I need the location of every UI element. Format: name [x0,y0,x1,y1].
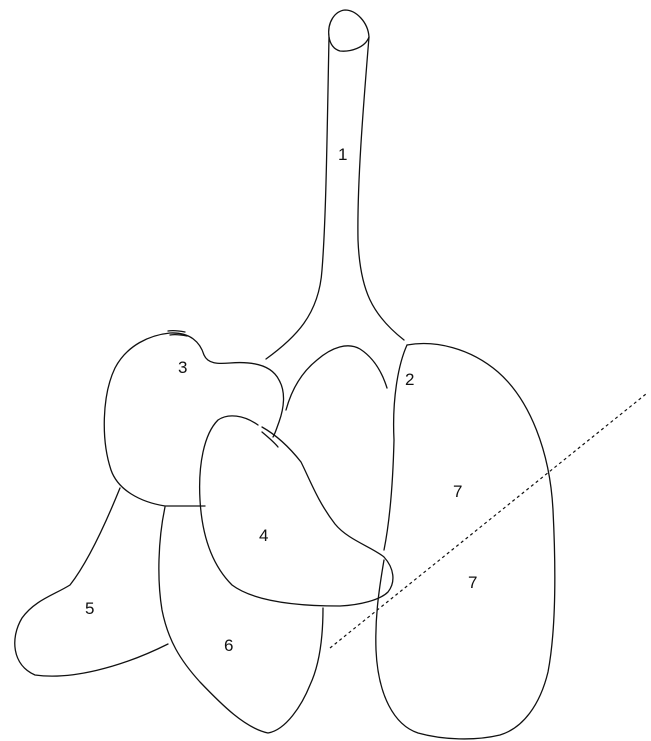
lobe-3-tick-a [168,331,185,332]
region-5-lobe [15,488,168,676]
lobe-6-outline [159,507,323,733]
label-3: 3 [178,358,187,377]
label-5: 5 [85,599,94,618]
region-1-tube [266,10,404,359]
region-6-lobe [159,507,323,733]
region-3-lobe [104,331,283,506]
tube-right-wall [358,37,404,340]
label-1: 1 [338,145,347,164]
lobe-5-outline [15,488,168,676]
tube-left-wall [266,37,329,359]
label-7-upper: 7 [453,482,462,501]
lobe-3-outline [104,333,283,506]
label-6: 6 [224,636,233,655]
lobe-7-outline [376,344,555,739]
tube-top-opening [329,10,369,51]
region-2-lobe [286,345,407,550]
region-7-lobe [376,344,555,739]
label-2: 2 [405,370,414,389]
lobe-2-right-border [384,345,407,550]
lobe-4-outline [200,416,393,606]
label-4: 4 [259,526,268,545]
lobe-2-outline [286,346,387,410]
region-4-lobe [200,416,393,606]
label-7-lower: 7 [468,573,477,592]
dashed-cut-line [330,394,646,648]
lobe-4-tick [262,432,278,447]
